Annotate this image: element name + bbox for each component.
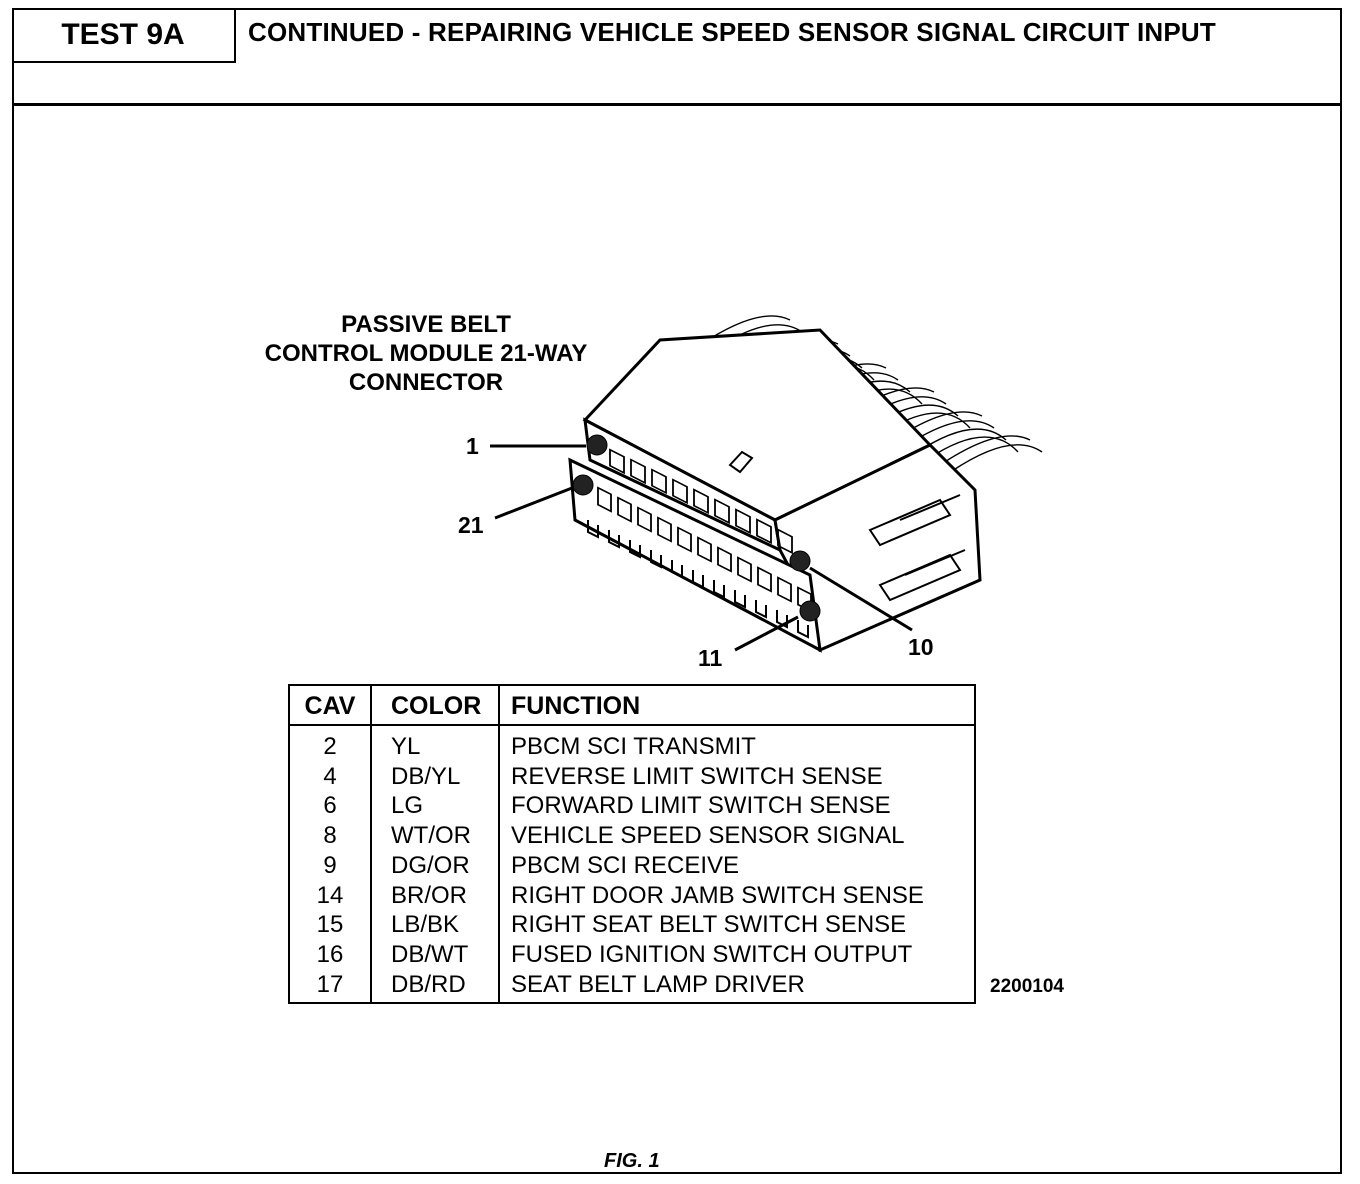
- cavity: [617, 496, 632, 523]
- color-cell: DB/WT: [391, 940, 469, 968]
- cavity: [777, 576, 792, 603]
- callout-line-1: PASSIVE BELT: [341, 311, 511, 338]
- function-cell: SEAT BELT LAMP DRIVER: [511, 970, 805, 998]
- color-cell: WT/OR: [391, 822, 471, 850]
- table-row: 2 YL PBCM SCI TRANSMIT: [290, 732, 974, 762]
- cav-cell: 17: [316, 970, 344, 998]
- reference-number: 2200104: [990, 976, 1064, 997]
- function-cell: REVERSE LIMIT SWITCH SENSE: [511, 762, 883, 790]
- cavity: [630, 458, 646, 485]
- cav-cell: 2: [323, 733, 337, 760]
- header-color: COLOR: [370, 686, 500, 726]
- function-cell: PBCM SCI TRANSMIT: [511, 733, 756, 760]
- test-label: TEST 9A: [12, 8, 236, 63]
- cavity: [693, 488, 709, 515]
- pin-10-marker: [789, 550, 811, 572]
- pin-10-leader: [809, 566, 913, 632]
- connector-callout: PASSIVE BELT CONTROL MODULE 21-WAY CONNE…: [236, 310, 616, 397]
- color-cell: LB/BK: [391, 911, 460, 939]
- wire: [951, 444, 1043, 472]
- color-cell: DG/OR: [391, 851, 470, 879]
- connector-cavities: [597, 448, 812, 613]
- cav-cell: 15: [316, 911, 344, 939]
- cavity: [697, 536, 712, 563]
- header-function: FUNCTION: [500, 686, 974, 726]
- tooth: [608, 530, 620, 549]
- pin-11-leader: [734, 615, 799, 652]
- wire: [939, 435, 1031, 466]
- cavity: [714, 498, 730, 525]
- cavity: [717, 546, 732, 573]
- cavity: [777, 528, 793, 555]
- function-cell: PBCM SCI RECEIVE: [511, 851, 740, 879]
- pin-21-label: 21: [458, 512, 484, 538]
- function-cell: RIGHT SEAT BELT SWITCH SENSE: [511, 911, 907, 939]
- color-cell: YL: [391, 733, 421, 760]
- cavity: [672, 478, 688, 505]
- color-cell: BR/OR: [391, 881, 468, 909]
- header-cav: CAV: [290, 686, 370, 726]
- tooth: [587, 520, 599, 539]
- pin-11-marker: [799, 600, 821, 622]
- tooth: [671, 560, 683, 579]
- pin-11-label: 11: [698, 645, 723, 671]
- cavity: [735, 508, 751, 535]
- header-row: [12, 8, 1342, 106]
- table-row: 4 DB/YL REVERSE LIMIT SWITCH SENSE: [290, 762, 974, 792]
- pin-21-marker: [572, 474, 594, 496]
- function-cell: FUSED IGNITION SWITCH OUTPUT: [511, 940, 913, 968]
- cavity: [597, 486, 612, 513]
- connector-teeth: [587, 520, 809, 639]
- function-cell: VEHICLE SPEED SENSOR SIGNAL: [511, 822, 905, 850]
- tooth: [692, 570, 704, 589]
- cav-cell: 6: [323, 792, 337, 820]
- cav-cell: 14: [316, 881, 344, 909]
- pin-10-label: 10: [908, 634, 934, 660]
- cav-cell: 16: [316, 940, 344, 968]
- color-cell: LG: [391, 792, 424, 820]
- cav-cell: 8: [323, 822, 337, 850]
- table-row: 9 DG/OR PBCM SCI RECEIVE: [290, 851, 974, 881]
- cav-cell: 4: [323, 762, 337, 790]
- tooth: [755, 600, 767, 619]
- pin-1-label: 1: [466, 433, 479, 459]
- table-row: 8 WT/OR VEHICLE SPEED SENSOR SIGNAL: [290, 821, 974, 851]
- color-cell: DB/YL: [391, 762, 461, 790]
- cav-cell: 9: [323, 851, 337, 879]
- figure-caption: FIG. 1: [604, 1150, 660, 1172]
- page-frame: [12, 8, 1342, 1174]
- tooth: [629, 540, 641, 559]
- cavity: [677, 526, 692, 553]
- color-cell: DB/RD: [391, 970, 466, 998]
- tooth: [713, 580, 725, 599]
- function-cell: RIGHT DOOR JAMB SWITCH SENSE: [511, 881, 924, 909]
- cavity: [756, 518, 772, 545]
- tooth: [797, 620, 809, 639]
- pin-1-marker: [586, 434, 608, 456]
- cavity: [757, 566, 772, 593]
- table-row: 16 DB/WT FUSED IGNITION SWITCH OUTPUT: [290, 940, 974, 970]
- tooth: [734, 590, 746, 609]
- wire: [927, 436, 1019, 460]
- cavity: [657, 516, 672, 543]
- column-divider: [498, 686, 500, 1002]
- page-title: CONTINUED - REPAIRING VEHICLE SPEED SENS…: [248, 17, 1216, 47]
- cavity: [637, 506, 652, 533]
- table-row: 17 DB/RD SEAT BELT LAMP DRIVER: [290, 970, 974, 1000]
- cavity: [609, 448, 625, 475]
- cavity: [651, 468, 667, 495]
- callout-line-2: CONTROL MODULE 21-WAY: [264, 340, 588, 367]
- tooth: [650, 550, 662, 569]
- table-row: 15 LB/BK RIGHT SEAT BELT SWITCH SENSE: [290, 910, 974, 940]
- callout-line-3: CONNECTOR: [348, 369, 504, 396]
- table-row: 6 LG FORWARD LIMIT SWITCH SENSE: [290, 791, 974, 821]
- cavity: [737, 556, 752, 583]
- pin-21-leader: [494, 486, 573, 520]
- function-cell: FORWARD LIMIT SWITCH SENSE: [511, 792, 891, 820]
- table-row: 14 BR/OR RIGHT DOOR JAMB SWITCH SENSE: [290, 881, 974, 911]
- column-divider: [370, 686, 372, 1002]
